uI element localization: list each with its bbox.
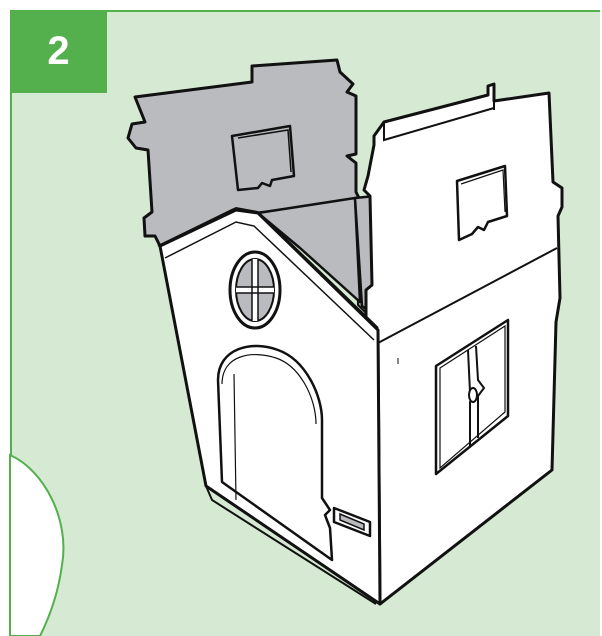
circle-decoration [10, 455, 63, 636]
side-wall-right [364, 84, 562, 604]
round-window [230, 252, 280, 328]
